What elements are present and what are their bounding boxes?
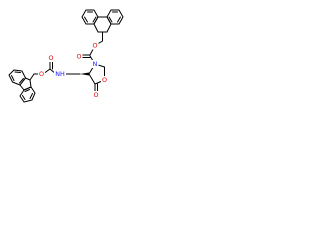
atom-labels: N O O O O NH O O — [38, 41, 108, 99]
ring-c-ca-bond — [88, 73, 96, 85]
top-carbamate-oxygen-label: O — [92, 42, 97, 50]
left-fmoc-group — [8, 60, 57, 103]
molecule-structure-diagram: N O O O O NH O O — [8, 9, 124, 103]
ring-carbonyl-oxygen-label: O — [93, 91, 98, 99]
top-fluorene-left-benzene-double-3 — [92, 16, 97, 23]
left-carbonyl-oxygen-label: O — [48, 54, 53, 62]
left-fluorene-lower-benzene-double-2 — [22, 95, 26, 100]
left-fluorene-lower-benzene-double-3 — [24, 89, 30, 92]
top-fmoc-group — [80, 9, 124, 65]
left-fluorene-lower-benzene-double-1 — [29, 93, 33, 99]
left-fluorene-lower-benzene — [19, 86, 36, 103]
left-carbamate-oxygen-label: O — [39, 70, 44, 78]
top-fluorene-right-benzene-double-3 — [108, 16, 113, 23]
ring-oxygen-label: O — [102, 76, 107, 84]
left-ch2-ch-bond — [29, 73, 35, 81]
stereo-wedge-bond — [80, 72, 89, 76]
top-fluorene-right-benzene-double-2 — [117, 16, 121, 23]
amide-nh-label: NH — [55, 70, 65, 78]
left-fluorene-upper-benzene-double-1 — [14, 71, 21, 73]
top-fluorene-left-benzene — [81, 9, 99, 25]
left-fluorene-upper-benzene-double-2 — [11, 75, 15, 81]
left-fluorene-upper-benzene-double-3 — [19, 78, 24, 84]
top-fluorene-right-benzene — [106, 9, 124, 25]
left-fluorene-upper-benzene — [8, 69, 26, 86]
ring-nitrogen-label: N — [93, 60, 98, 68]
top-carbonyl-oxygen-label: O — [76, 53, 81, 61]
top-fluorene-left-benzene-double-2 — [84, 16, 88, 23]
side-chain — [63, 72, 89, 76]
